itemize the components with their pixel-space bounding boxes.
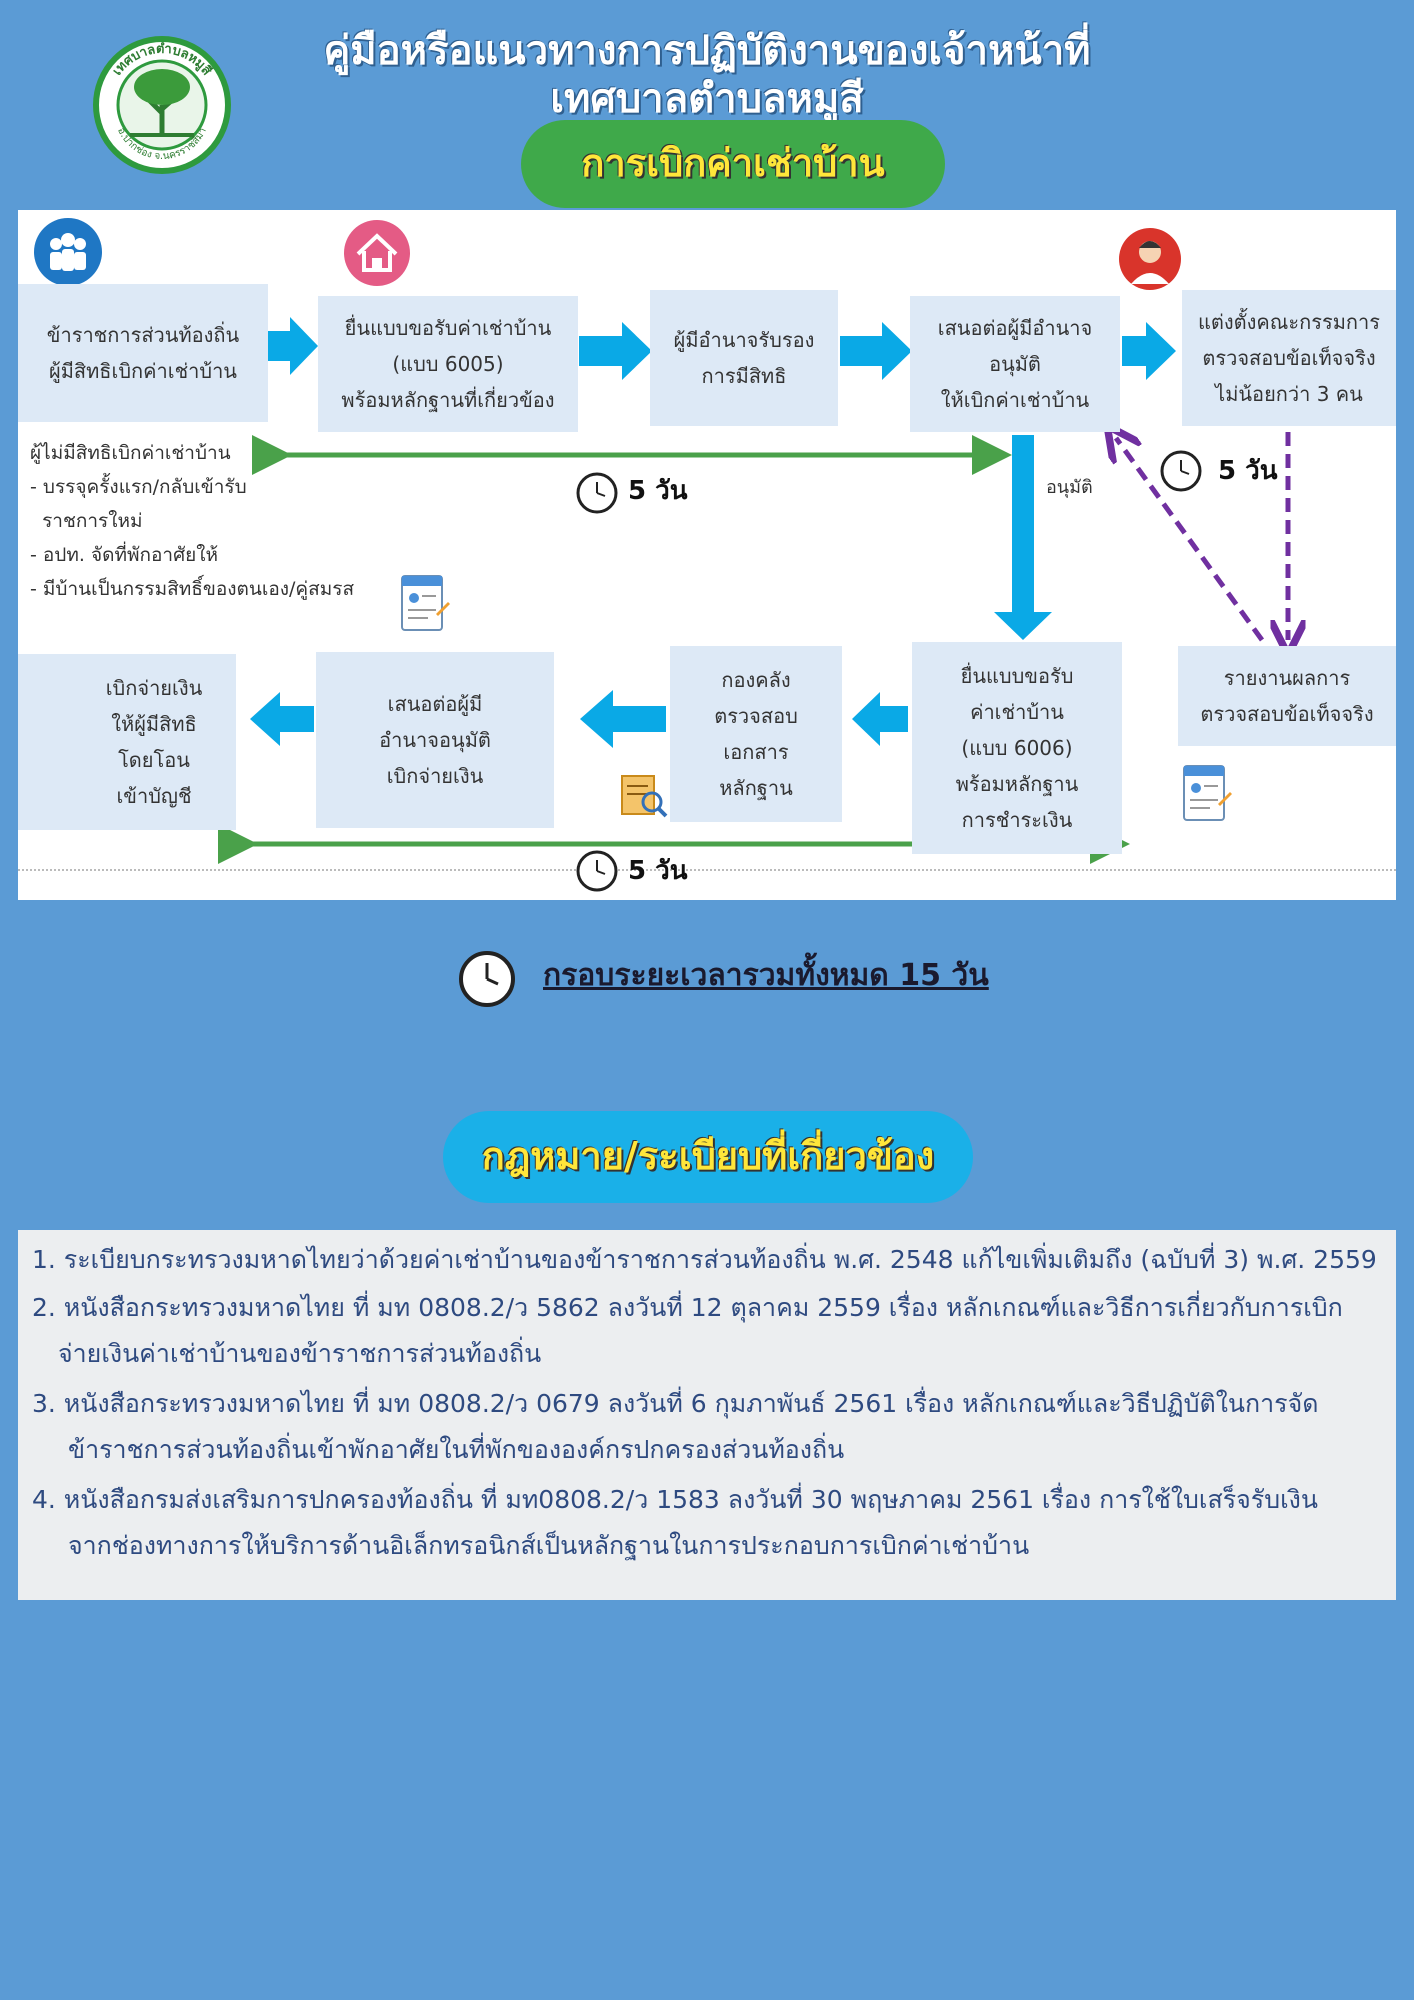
ineligible-item: ราชการใหม่ <box>30 510 143 532</box>
law-section-title: กฎหมาย/ระเบียบที่เกี่ยวข้อง <box>443 1111 973 1203</box>
arrow-left-1 <box>852 692 908 746</box>
subtitle-badge: การเบิกค่าเช่าบ้าน <box>521 120 945 208</box>
law-item: 1. ระเบียบกระทรวงมหาดไทยว่าด้วยค่าเช่าบ้… <box>32 1245 1377 1274</box>
form-document-icon <box>401 575 450 631</box>
arrow-left-3 <box>250 692 314 746</box>
ineligible-item: - อปท. จัดที่พักอาศัยให้ <box>30 544 219 566</box>
law-item: 4. หนังสือกรมส่งเสริมการปกครองท้องถิ่น ท… <box>32 1485 1318 1514</box>
step-finance-check: กองคลัง ตรวจสอบ เอกสาร หลักฐาน <box>670 646 842 822</box>
report-document-icon <box>1183 765 1232 821</box>
page-title-line2: เทศบาลตำบลหมูสี <box>550 76 864 122</box>
approve-label: อนุมัติ <box>1046 477 1093 498</box>
clock-icon <box>576 472 618 514</box>
duration-label: 5 วัน <box>628 856 688 886</box>
arrow-right-1 <box>261 317 318 375</box>
duration-label: 5 วัน <box>628 476 688 506</box>
flow-diagram: $ ข้าราชการส่วนท้องถิ่น ผู้มีสิทธิเบิกค่… <box>18 210 1396 900</box>
officer-icon <box>1119 228 1181 290</box>
law-item-cont: จากช่องทางการให้บริการด้านอิเล็กทรอนิกส์… <box>68 1531 1030 1560</box>
step-certify-eligibility: ผู้มีอำนาจรับรอง การมีสิทธิ <box>650 290 838 426</box>
arrow-down <box>994 435 1052 640</box>
arrow-left-2 <box>580 690 666 748</box>
ineligible-item: - บรรจุครั้งแรก/กลับเข้ารับ <box>30 476 247 498</box>
law-item: 2. หนังสือกระทรวงมหาดไทย ที่ มท 0808.2/ว… <box>32 1293 1343 1322</box>
ineligible-item: - มีบ้านเป็นกรรมสิทธิ์ของตนเอง/คู่สมรส <box>30 578 355 600</box>
clock-icon <box>576 850 618 892</box>
step-disburse-transfer: เบิกจ่ายเงิน ให้ผู้มีสิทธิ โดยโอน เข้าบั… <box>18 654 236 830</box>
clock-icon <box>1160 450 1202 492</box>
law-list: 1. ระเบียบกระทรวงมหาดไทยว่าด้วยค่าเช่าบ้… <box>18 1230 1396 1600</box>
law-item: 3. หนังสือกระทรวงมหาดไทย ที่ มท 0808.2/ว… <box>32 1389 1319 1418</box>
step-submit-form-6005: ยื่นแบบขอรับค่าเช่าบ้าน (แบบ 6005) พร้อม… <box>318 296 578 432</box>
arrow-right-4 <box>1122 322 1176 380</box>
municipality-logo: เทศบาลตำบลหมูสี อ.ปากช่อง จ.นครราชสีมา <box>93 36 231 174</box>
arrow-right-3 <box>840 322 912 380</box>
step-submit-form-6006: ยื่นแบบขอรับ ค่าเช่าบ้าน (แบบ 6006) พร้อ… <box>912 642 1122 854</box>
step-report-findings: รายงานผลการ ตรวจสอบข้อเท็จจริง <box>1178 646 1396 746</box>
step-appoint-committee: แต่งตั้งคณะกรรมการ ตรวจสอบข้อเท็จจริง ไม… <box>1182 290 1396 426</box>
clock-icon <box>459 951 515 1007</box>
step-eligible-officer: ข้าราชการส่วนท้องถิ่น ผู้มีสิทธิเบิกค่าเ… <box>18 284 268 422</box>
house-icon <box>344 220 410 286</box>
step-propose-approval: เสนอต่อผู้มีอำนาจ อนุมัติ ให้เบิกค่าเช่า… <box>910 296 1120 432</box>
total-duration: กรอบระยะเวลารวมทั้งหมด 15 วัน <box>543 958 989 993</box>
step-propose-disbursement: เสนอต่อผู้มี อำนาจอนุมัติ เบิกจ่ายเงิน <box>316 652 554 828</box>
page-title-line1: คู่มือหรือแนวทางการปฏิบัติงานของเจ้าหน้า… <box>323 28 1091 74</box>
purple-dash-up <box>1116 438 1265 642</box>
ineligible-title: ผู้ไม่มีสิทธิเบิกค่าเช่าบ้าน <box>30 442 231 464</box>
people-icon <box>34 218 102 286</box>
arrow-right-2 <box>579 322 652 380</box>
duration-label: 5 วัน <box>1218 456 1278 486</box>
law-item-cont: จ่ายเงินค่าเช่าบ้านของข้าราชการส่วนท้องถ… <box>58 1339 542 1368</box>
law-item-cont: ข้าราชการส่วนท้องถิ่นเข้าพักอาศัยในที่พั… <box>68 1435 845 1464</box>
document-search-icon <box>621 775 668 818</box>
